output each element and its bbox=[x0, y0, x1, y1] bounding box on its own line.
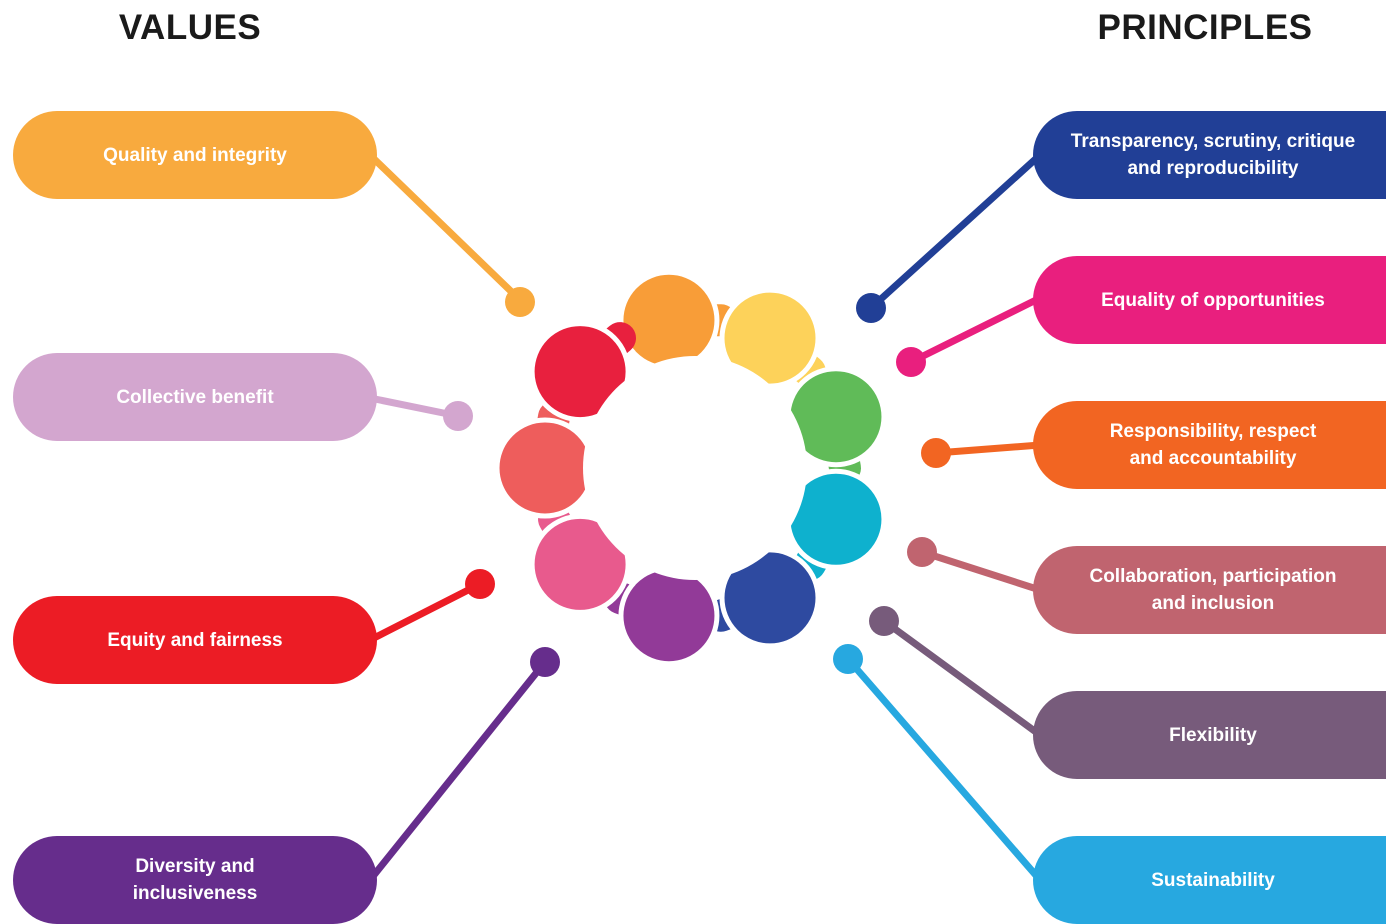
connector-responsibility bbox=[932, 441, 1044, 457]
principle-pill-collaboration: Collaboration, participation and inclusi… bbox=[1033, 546, 1386, 634]
connector-collaboration bbox=[918, 548, 1044, 594]
connector-dot-equity bbox=[465, 569, 495, 599]
principle-pill-sustainability: Sustainability bbox=[1033, 836, 1386, 924]
value-label: Collective benefit bbox=[116, 386, 274, 408]
value-label: Equity and fairness bbox=[107, 629, 283, 651]
value-pill-collective-benefit: Collective benefit bbox=[13, 353, 377, 441]
value-pill-equity: Equity and fairness bbox=[13, 596, 377, 684]
connector-transparency bbox=[867, 151, 1044, 312]
principle-label: Equality of opportunities bbox=[1101, 289, 1325, 311]
principle-pill-responsibility: Responsibility, respect and accountabili… bbox=[1033, 401, 1386, 489]
connector-dot-collaboration bbox=[907, 537, 937, 567]
connector-dot-flexibility bbox=[869, 606, 899, 636]
principle-pill-equality: Equality of opportunities bbox=[1033, 256, 1386, 344]
ring-segment bbox=[719, 287, 826, 389]
principles-heading: PRINCIPLES bbox=[1097, 8, 1313, 47]
connector-equality bbox=[907, 294, 1044, 366]
ring-segment bbox=[529, 503, 631, 615]
connector-dot-quality bbox=[505, 287, 535, 317]
ring-segment bbox=[494, 400, 596, 519]
connector-dot-diversity bbox=[530, 647, 560, 677]
connector-dot-sustainability bbox=[833, 644, 863, 674]
connector-dot-equality bbox=[896, 347, 926, 377]
connector-quality bbox=[366, 151, 524, 304]
puzzle-ring-icon bbox=[494, 269, 887, 667]
value-label: Quality and integrity bbox=[103, 144, 287, 166]
principle-label: Transparency, scrutiny, critique and rep… bbox=[1070, 131, 1356, 179]
value-pill-quality: Quality and integrity bbox=[13, 111, 377, 199]
ring-segment bbox=[529, 321, 636, 423]
connectors bbox=[366, 151, 1044, 884]
principle-label: Responsibility, respect and accountabili… bbox=[1109, 421, 1317, 469]
ring-center bbox=[583, 356, 807, 580]
principle-pill-flexibility: Flexibility bbox=[1033, 691, 1386, 779]
connector-dot-responsibility bbox=[921, 438, 951, 468]
connector-sustainability bbox=[844, 655, 1044, 884]
ring-segment bbox=[604, 565, 720, 667]
principle-pill-transparency: Transparency, scrutiny, critique and rep… bbox=[1033, 111, 1386, 199]
principle-label: Flexibility bbox=[1169, 724, 1257, 746]
connector-equity bbox=[366, 580, 484, 644]
principle-label: Collaboration, participation and inclusi… bbox=[1089, 566, 1337, 614]
principle-label: Sustainability bbox=[1151, 869, 1275, 891]
connector-diversity bbox=[366, 658, 549, 884]
ring-segment bbox=[618, 269, 738, 371]
values-heading: VALUES bbox=[118, 8, 262, 47]
connector-dot-transparency bbox=[856, 293, 886, 323]
connector-flexibility bbox=[880, 617, 1044, 739]
connector-dot-collective bbox=[443, 401, 473, 431]
value-label: Diversity and inclusiveness bbox=[132, 856, 258, 904]
value-pill-diversity: Diversity and inclusiveness bbox=[13, 836, 377, 924]
